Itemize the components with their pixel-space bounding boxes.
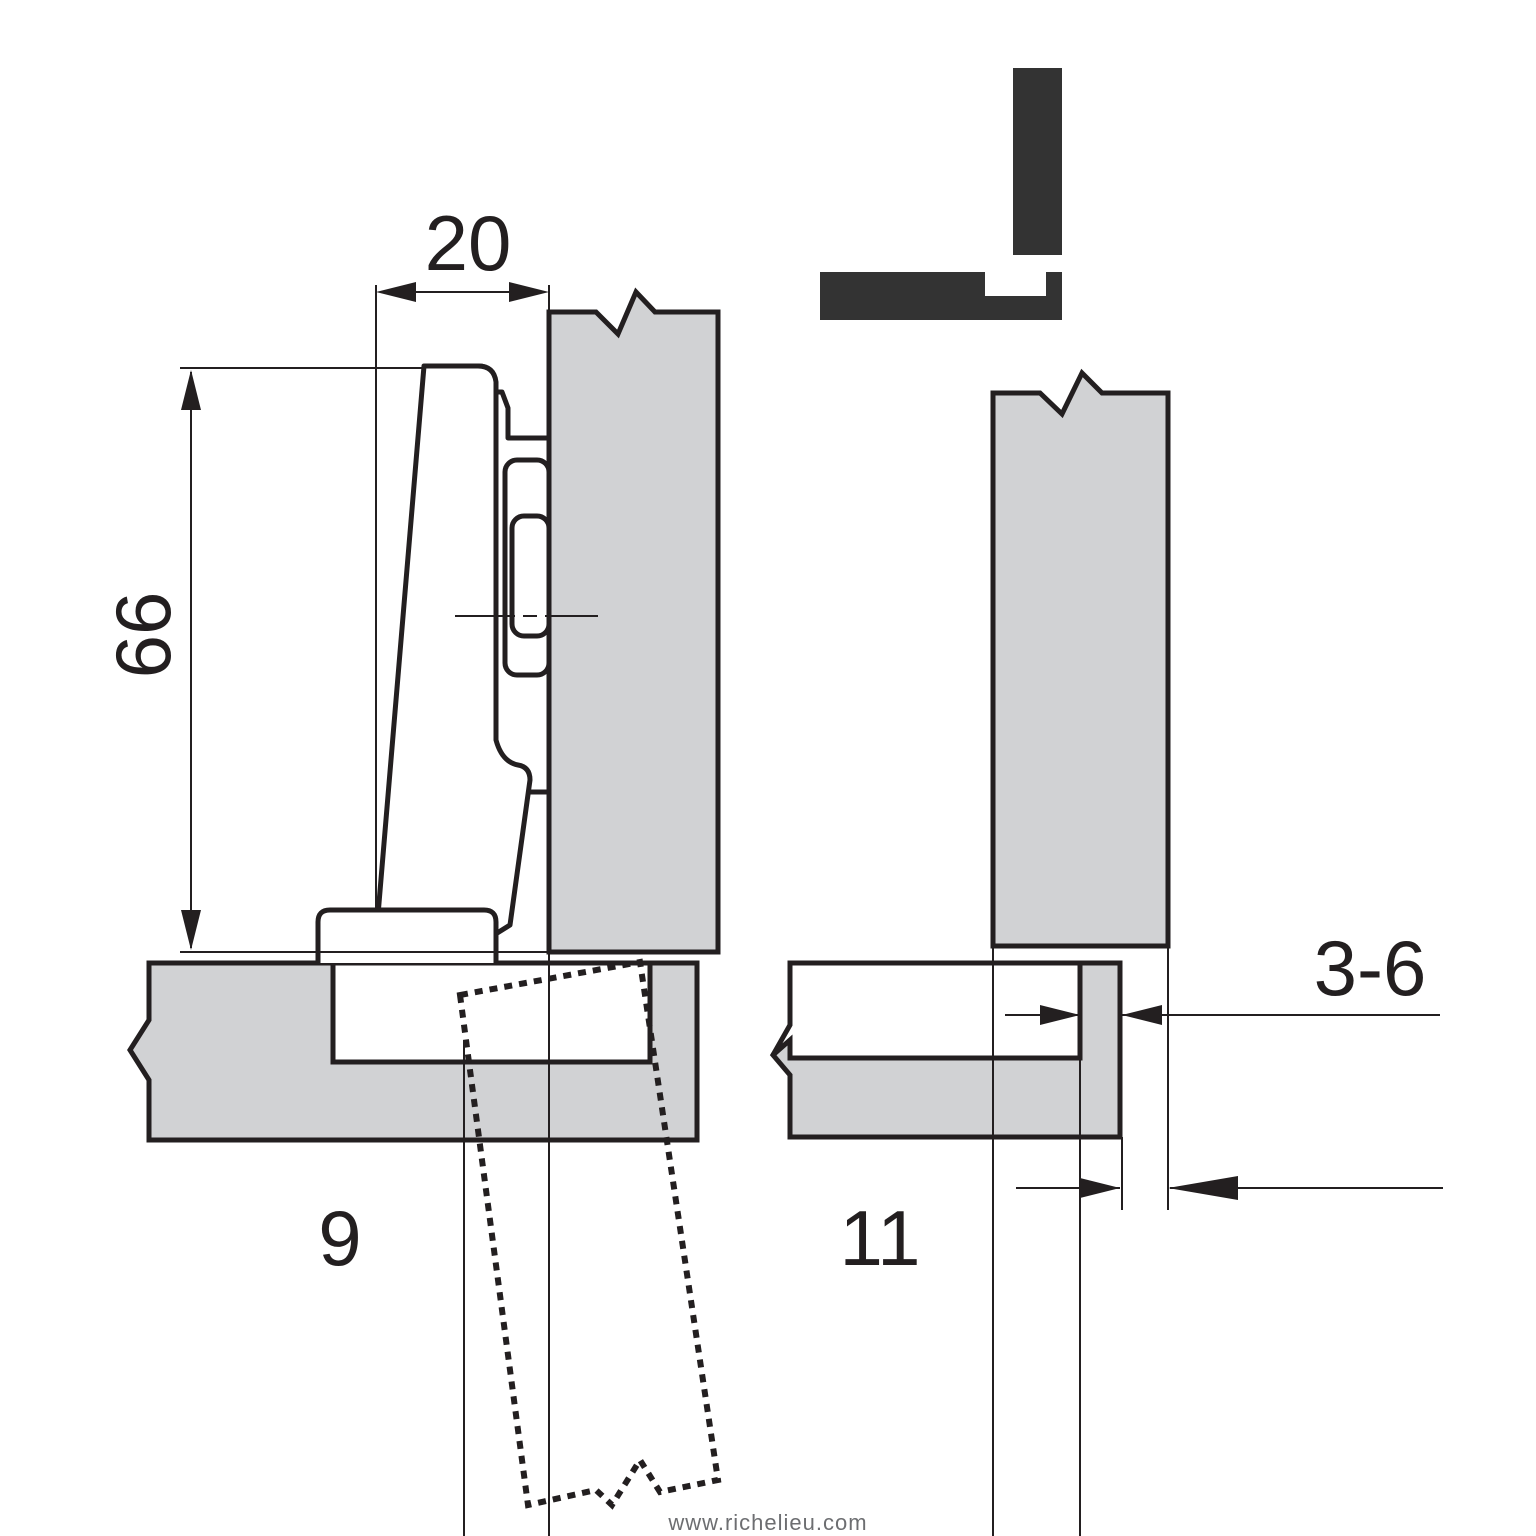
left-door-panel bbox=[546, 287, 721, 955]
adjustment-label: 3-6 bbox=[1314, 924, 1427, 1012]
overlay-icon bbox=[820, 68, 1062, 320]
dimension-lines bbox=[180, 282, 598, 1536]
dimension-lines-right bbox=[992, 946, 1443, 1536]
footer-url: www.richelieu.com bbox=[667, 1510, 867, 1535]
height-label: 66 bbox=[99, 592, 187, 679]
width-label: 20 bbox=[425, 199, 512, 287]
cup-hole bbox=[330, 960, 653, 1065]
right-offset-label: 11 bbox=[840, 1194, 921, 1282]
hinge-body bbox=[315, 363, 552, 963]
right-door-panel bbox=[990, 368, 1171, 949]
right-cabinet-gap bbox=[770, 960, 1083, 1061]
left-offset-label: 9 bbox=[318, 1194, 361, 1282]
